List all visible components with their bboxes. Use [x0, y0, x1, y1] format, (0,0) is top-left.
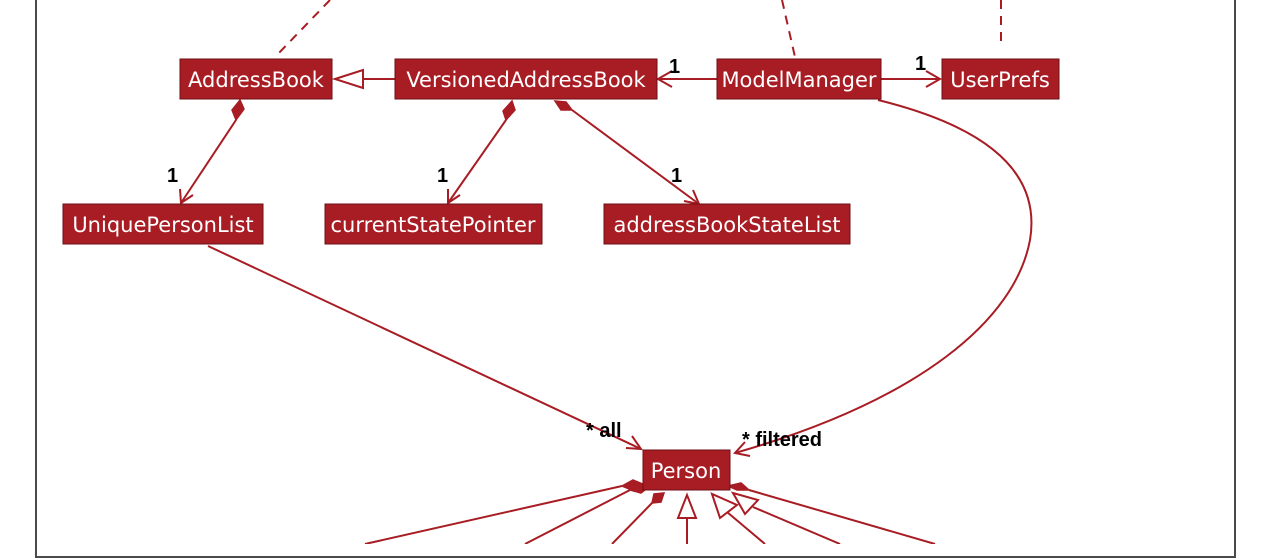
arrowhead-uniquepersonlist — [179, 188, 194, 205]
edge-below-person-7 — [748, 489, 936, 544]
class-userprefs-label: UserPrefs — [950, 68, 1050, 92]
multiplicity-addressbookstatelist: 1 — [671, 165, 682, 187]
composition-diamond-below-7 — [725, 482, 751, 491]
multiplicity-uniquepersonlist: 1 — [167, 165, 178, 187]
arrowhead-person-all — [625, 435, 644, 451]
multiplicity-userprefs: 1 — [915, 53, 926, 75]
multiplicity-person-all: * all — [586, 420, 622, 442]
inheritance-arrowhead-below-6 — [730, 491, 760, 516]
class-addressbookstatelist[interactable]: addressBookStateList — [603, 203, 851, 245]
class-versionedaddressbook[interactable]: VersionedAddressBook — [394, 58, 658, 100]
composition-diamond-vab-pointer — [502, 99, 516, 122]
composition-diamond-below-3 — [651, 492, 666, 504]
class-person[interactable]: Person — [642, 449, 731, 491]
arrowhead-currentstatepointer — [447, 189, 461, 205]
class-diagram: AddressBook VersionedAddressBook ModelMa… — [62, 0, 1060, 544]
multiplicity-vab: 1 — [669, 56, 680, 78]
edge-addressbook-uniquepersonlist — [180, 119, 237, 204]
class-currentstatepointer[interactable]: currentStatePointer — [324, 203, 543, 245]
multiplicity-person-filtered: * filtered — [742, 429, 822, 451]
class-uniquepersonlist[interactable]: UniquePersonList — [62, 203, 264, 245]
class-addressbook[interactable]: AddressBook — [179, 58, 333, 100]
class-currentstatepointer-label: currentStatePointer — [330, 213, 535, 237]
edge-below-person-2 — [524, 489, 631, 544]
arrowhead-userprefs — [925, 70, 943, 88]
inheritance-arrowhead-below-5 — [710, 492, 739, 520]
edge-below-person-5 — [726, 511, 766, 544]
class-person-label: Person — [651, 459, 722, 483]
edge-vab-addressbookstatelist — [571, 109, 700, 205]
edge-uniquepersonlist-person — [207, 245, 642, 450]
class-versionedaddressbook-label: VersionedAddressBook — [406, 68, 646, 92]
dashed-link-addressbook — [274, 0, 331, 58]
class-uniquepersonlist-label: UniquePersonList — [72, 213, 253, 237]
composition-diamond-addressbook — [231, 98, 245, 122]
inheritance-arrowhead-below-4 — [676, 492, 698, 519]
class-modelmanager-label: ModelManager — [721, 68, 876, 92]
inheritance-arrowhead — [331, 68, 364, 90]
composition-diamond-vab-list — [553, 100, 574, 111]
arrowhead-vab — [655, 70, 673, 88]
edge-vab-currentstatepointer — [447, 119, 507, 204]
class-addressbookstatelist-label: addressBookStateList — [613, 213, 840, 237]
edge-modelmanager-person — [734, 99, 1033, 454]
dashed-link-modelmanager — [781, 0, 796, 58]
multiplicity-currentstatepointer: 1 — [437, 165, 448, 187]
edge-below-person-1 — [364, 485, 623, 544]
class-addressbook-label: AddressBook — [188, 68, 325, 92]
class-modelmanager[interactable]: ModelManager — [716, 58, 882, 100]
edge-below-person-3 — [611, 502, 653, 544]
edge-below-person-6 — [752, 506, 841, 544]
class-userprefs[interactable]: UserPrefs — [941, 58, 1060, 100]
arrowhead-person-filtered — [733, 441, 751, 457]
